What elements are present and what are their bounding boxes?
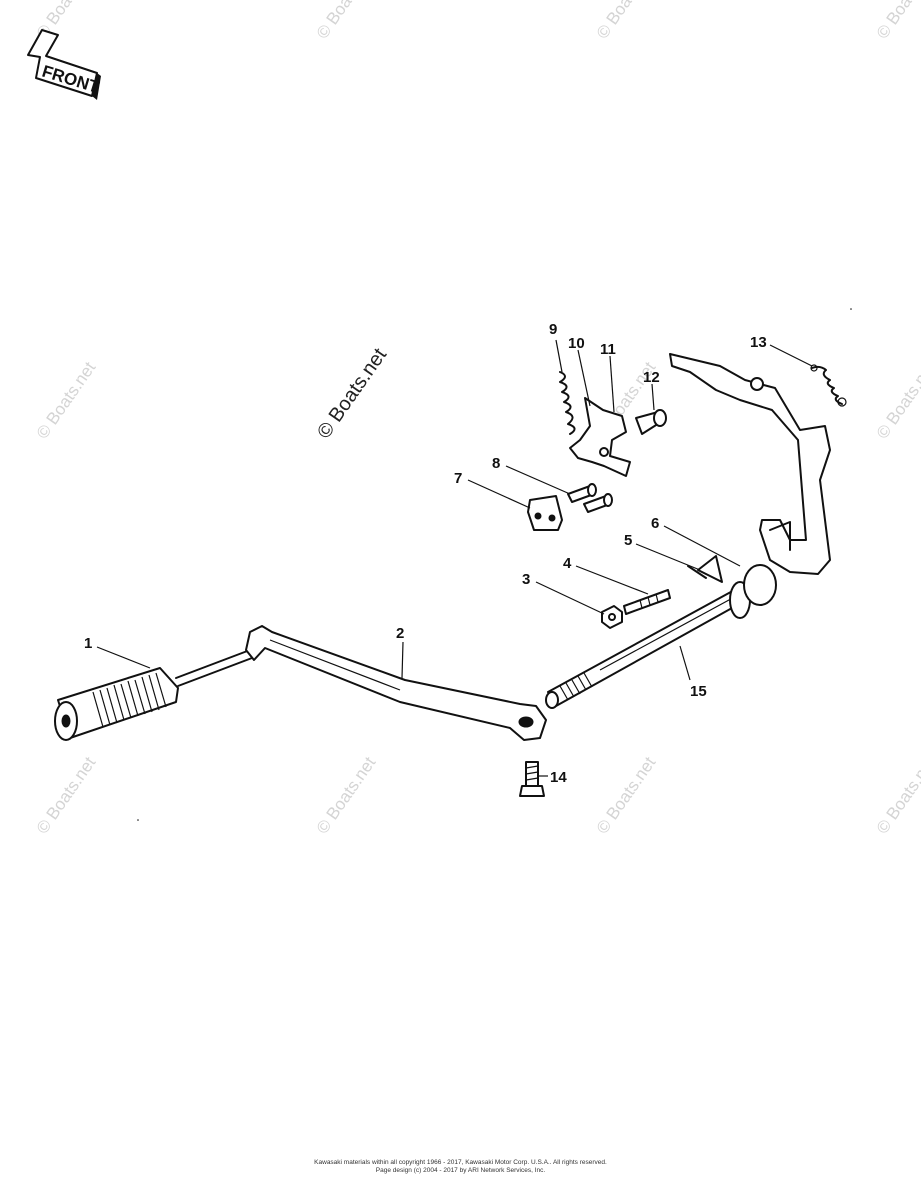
watermark: © Boats.net <box>593 753 660 837</box>
callout-1: 1 <box>84 635 92 652</box>
callout-5: 5 <box>624 532 632 549</box>
watermark: © Boats.net <box>873 0 921 42</box>
front-arrow-icon: FRONT <box>27 29 102 100</box>
watermark: © Boats.net <box>873 753 921 837</box>
shift-arm-bracket <box>669 353 831 575</box>
watermark: © Boats.net <box>873 358 921 442</box>
callout-6: 6 <box>651 515 659 532</box>
return-spring <box>810 364 847 407</box>
watermark: © Boats.net <box>313 753 380 837</box>
stray-dot <box>137 819 139 821</box>
watermark: © Boats.net <box>593 0 660 42</box>
stopper-spring <box>559 371 576 435</box>
shaft-collar <box>687 555 777 619</box>
callout-15: 15 <box>690 683 707 700</box>
copyright-line-2: Page design (c) 2004 - 2017 by ARI Netwo… <box>375 1167 546 1174</box>
callout-14: 14 <box>550 769 567 786</box>
callout-12: 12 <box>643 369 660 386</box>
pedal-bolt <box>519 761 545 797</box>
callout-2: 2 <box>396 625 404 642</box>
watermark: © Boats.net <box>33 753 100 837</box>
callout-11: 11 <box>600 341 616 358</box>
stray-dot <box>850 308 852 310</box>
callout-9: 9 <box>549 321 557 338</box>
kick-pedal-rubber <box>54 649 253 741</box>
callout-labels: 1 2 3 4 5 6 7 8 9 10 11 12 13 14 15 <box>84 321 767 786</box>
callout-7: 7 <box>454 470 462 487</box>
callout-10: 10 <box>568 335 585 352</box>
copyright-line-1: Kawasaki materials within all copyright … <box>314 1159 607 1166</box>
callout-13: 13 <box>750 334 767 351</box>
long-bolt <box>623 589 671 615</box>
stopper-plate <box>569 397 631 477</box>
stopper-bolt <box>635 409 667 435</box>
watermark: © Boats.net <box>33 358 100 442</box>
leader-lines <box>96 339 813 777</box>
hex-nut <box>601 605 623 629</box>
shift-pedal-arm <box>245 625 547 741</box>
watermark-main: © Boats.net <box>313 344 391 443</box>
callout-8: 8 <box>492 455 500 472</box>
guide-plate <box>527 495 563 531</box>
watermark: © Boats.net <box>313 0 380 42</box>
plate-screws <box>567 483 613 513</box>
callout-3: 3 <box>522 571 530 588</box>
callout-4: 4 <box>563 555 572 572</box>
